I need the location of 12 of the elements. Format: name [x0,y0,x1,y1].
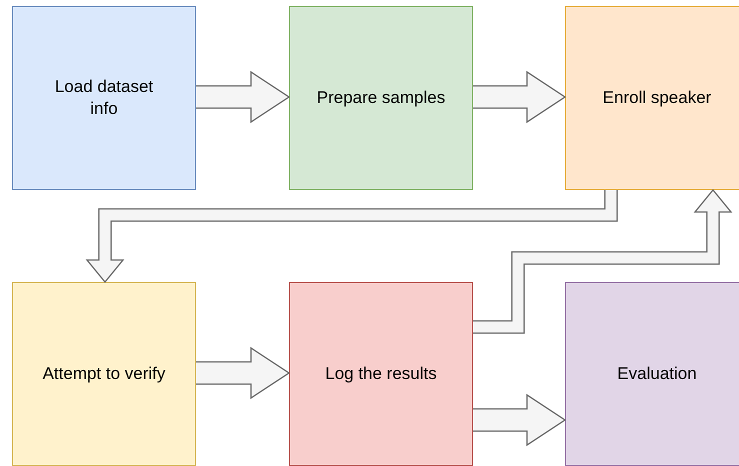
box-label: Log the results [325,363,437,385]
process-box [12,6,196,190]
box-label: Attempt to verify [42,363,166,385]
box-label: Enroll speaker [602,87,712,109]
process-box [289,6,473,190]
process-box [289,282,473,466]
process-box [565,282,739,466]
box-label: Evaluation [617,363,697,385]
box-label: Load dataset info [54,76,154,120]
box-label: Prepare samples [316,87,446,109]
process-box [12,282,196,466]
process-box [565,6,739,190]
